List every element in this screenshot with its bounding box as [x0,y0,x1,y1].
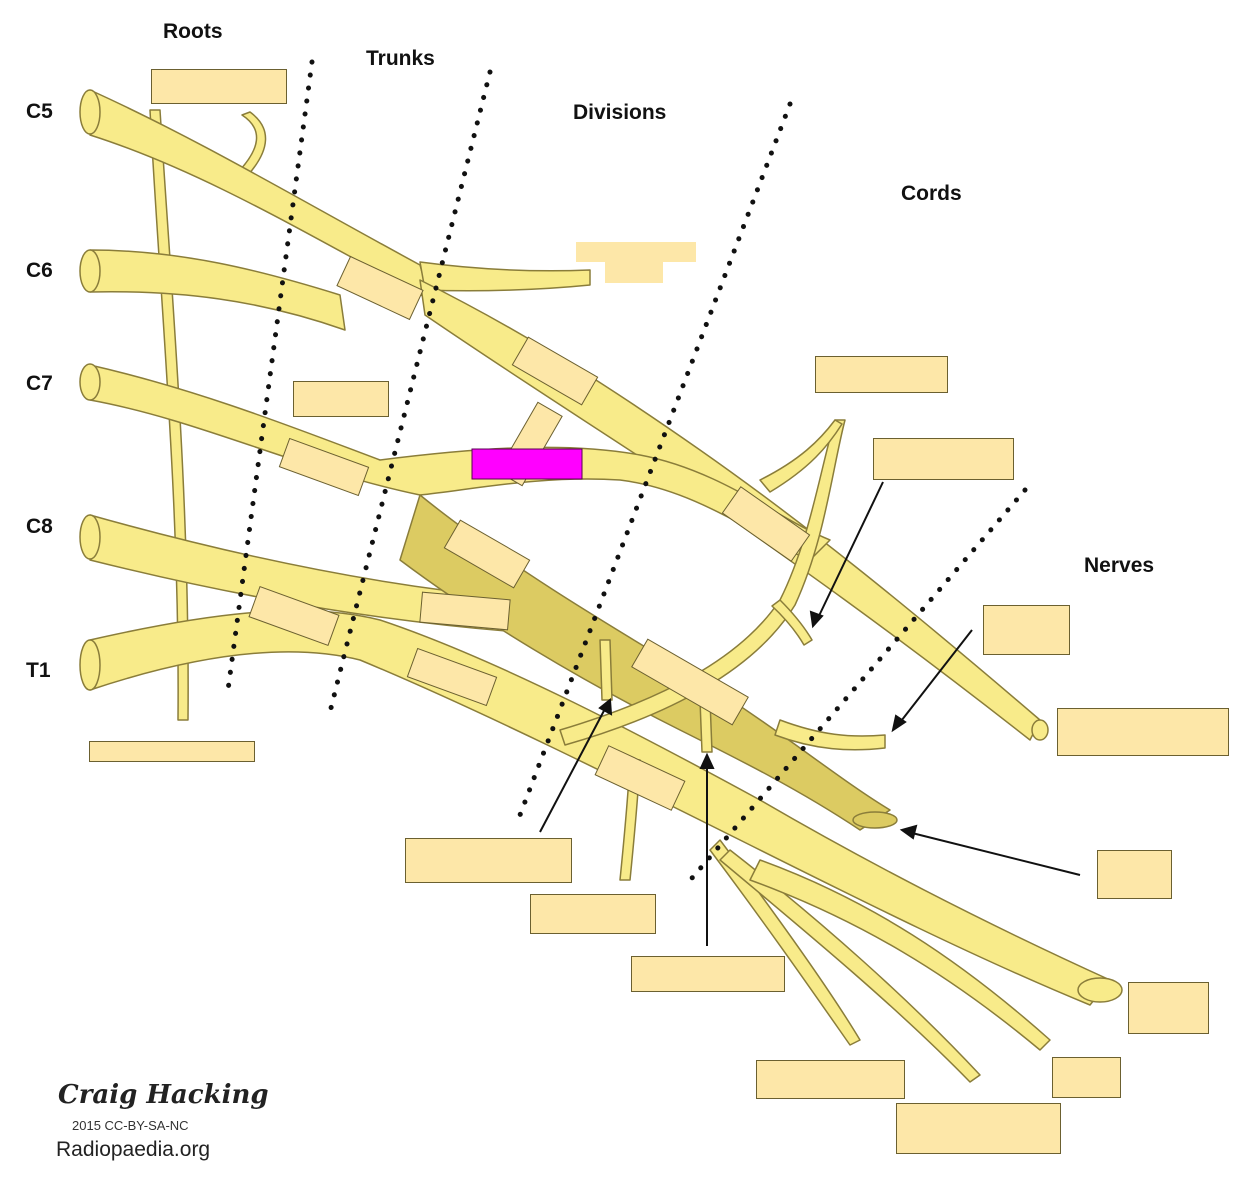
label-box-trunks-c7[interactable] [293,381,389,417]
label-box-ulnar[interactable] [756,1060,905,1099]
label-box-axillary[interactable] [1097,850,1172,899]
label-box-radial[interactable] [1128,982,1209,1034]
label-box-median[interactable] [1052,1057,1121,1098]
division-box-c7 [472,449,582,479]
small-branch-1 [600,640,612,700]
label-box-suprascapular[interactable] [576,242,696,262]
root-label-c5: C5 [26,100,53,124]
c6-root [90,250,345,330]
label-box-upper-subscapular[interactable] [530,894,656,934]
credit-signature: Craig Hacking [58,1080,269,1110]
label-box-musculocutaneous[interactable] [815,356,948,393]
root-label-c6: C6 [26,259,53,283]
label-box-medial-cutaneous[interactable] [896,1103,1061,1154]
label-box-long-thoracic[interactable] [89,741,255,762]
root-label-t1: T1 [26,659,51,683]
label-box-thoracodorsal[interactable] [983,605,1070,655]
credit-license: 2015 CC-BY-SA-NC [72,1118,189,1133]
heading-trunks: Trunks [366,47,435,71]
label-box-lower-subscapular[interactable] [631,956,785,992]
credit-site: Radiopaedia.org [56,1138,210,1162]
dorsal-scapular-branch [240,112,266,175]
heading-roots: Roots [163,20,223,44]
label-box-lateral-pectoral[interactable] [873,438,1014,480]
heading-divisions: Divisions [573,101,666,125]
label-box-suprascapular-2[interactable] [605,262,663,283]
heading-nerves: Nerves [1084,554,1154,578]
suprascapular-branch [420,262,590,291]
label-box-roots[interactable] [151,69,287,104]
label-box-medial-pectoral[interactable] [405,838,572,883]
root-label-c8: C8 [26,515,53,539]
label-box-musculocutaneous-nerve[interactable] [1057,708,1229,756]
root-label-c7: C7 [26,372,53,396]
heading-cords: Cords [901,182,962,206]
